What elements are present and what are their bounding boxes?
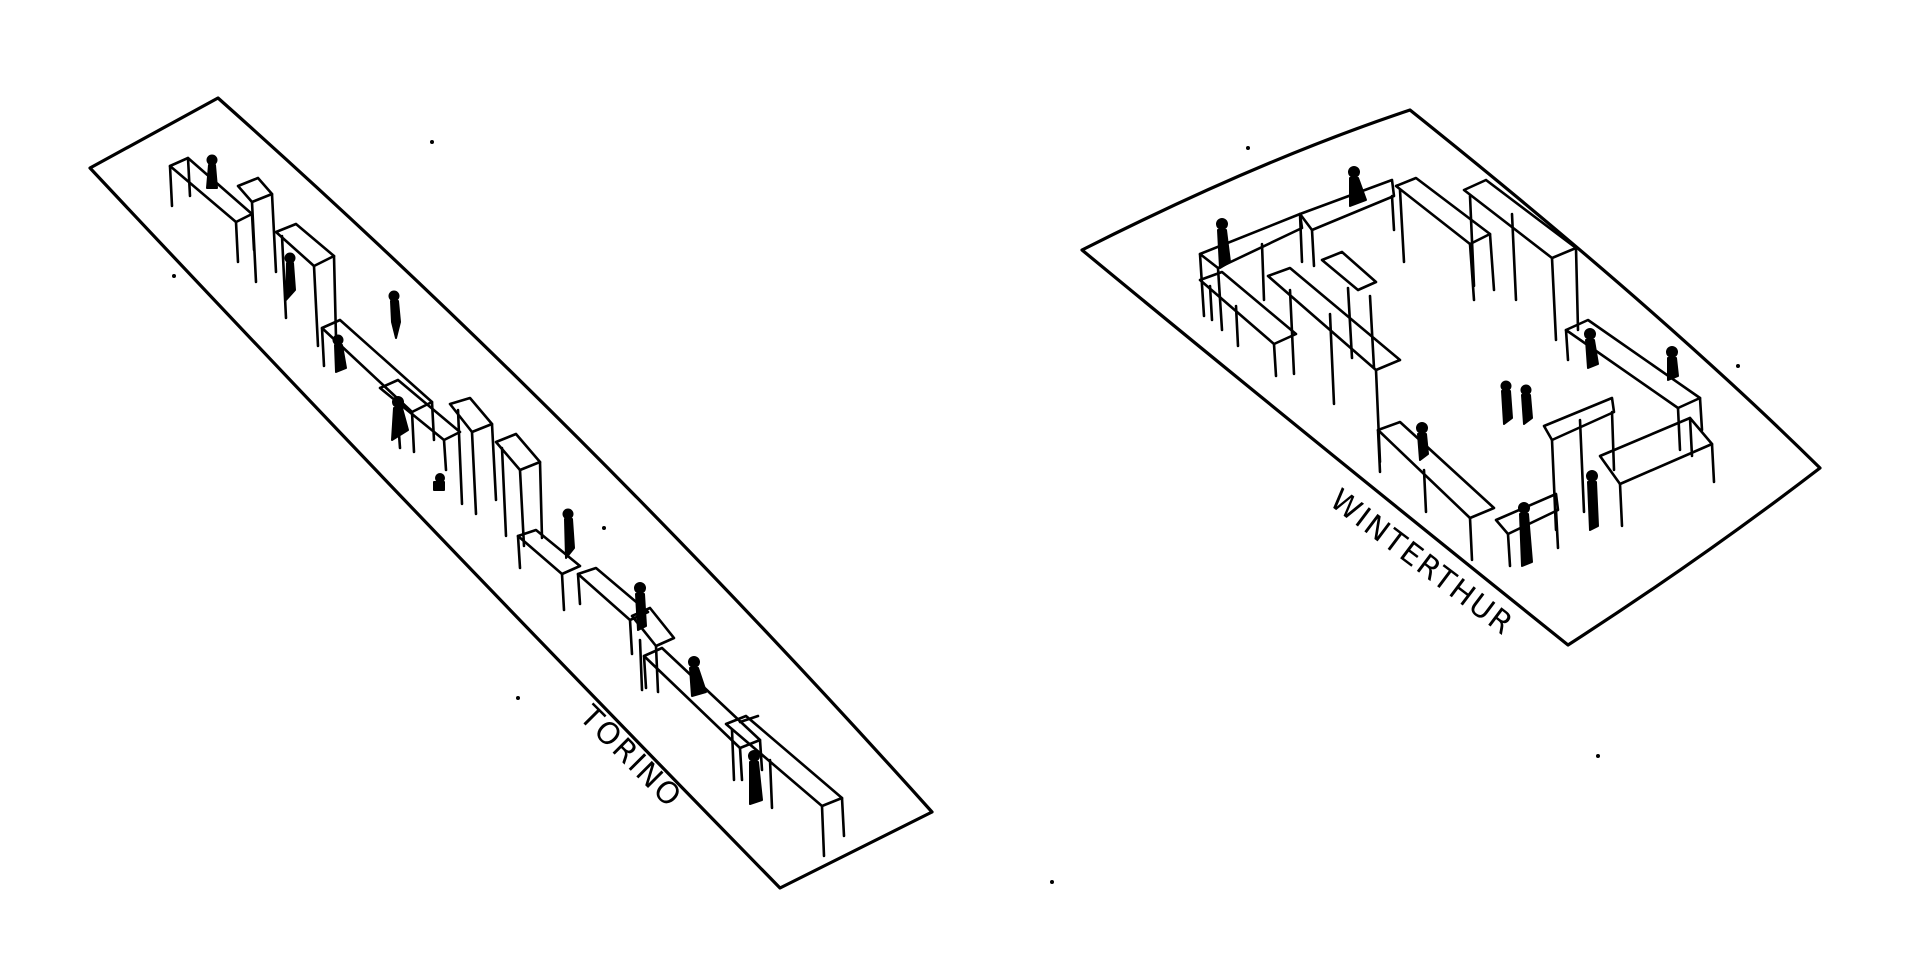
torino-ground-plane [88, 96, 934, 890]
person-figure [1416, 422, 1429, 461]
person-figure [634, 582, 647, 631]
person-figure [748, 750, 763, 805]
winterthur-ground-plane [1080, 108, 1822, 647]
torino-frames [168, 156, 846, 858]
person-figure [1518, 502, 1533, 567]
torino-sketch: TORINO [88, 96, 934, 890]
torino-figures [206, 154, 763, 805]
person-figure [1520, 384, 1533, 425]
person-figure [332, 334, 347, 373]
person-figure [388, 290, 401, 339]
person-figure [391, 396, 409, 441]
person-figure [433, 473, 445, 491]
person-figure [206, 154, 218, 189]
person-figure [1216, 218, 1231, 269]
winterthur-frames [1198, 176, 1716, 568]
person-figure [284, 252, 296, 301]
person-figure [1666, 346, 1679, 381]
paper-specks [172, 140, 1740, 884]
person-figure [1500, 380, 1513, 425]
person-figure [1586, 470, 1599, 531]
person-figure [1584, 328, 1599, 369]
torino-label: TORINO [572, 698, 689, 815]
person-figure [688, 656, 707, 697]
winterthur-sketch: WINTERTHUR [1080, 108, 1822, 647]
person-figure [562, 508, 575, 559]
winterthur-figures [1216, 166, 1679, 567]
person-figure [1348, 166, 1367, 207]
